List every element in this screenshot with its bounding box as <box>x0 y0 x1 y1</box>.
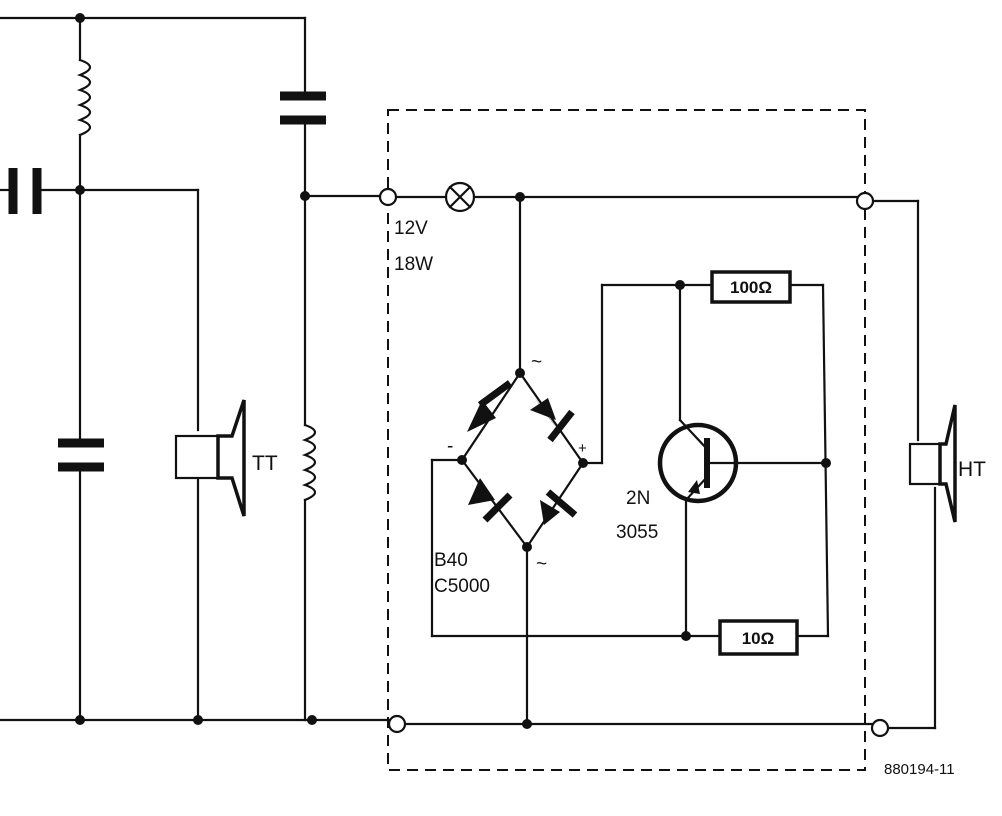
speaker-icon-left <box>174 399 246 517</box>
tweeter-label-left: TT <box>252 452 278 475</box>
bridge-ac-label-top: ~ <box>531 352 542 373</box>
crossover-network <box>0 16 400 722</box>
transistor-icon <box>657 418 739 504</box>
bridge-type-label-2: C5000 <box>434 576 490 597</box>
capacitor-top <box>280 91 326 125</box>
bridge-plus-label: + <box>578 440 587 457</box>
transistor-label-2: 3055 <box>616 522 658 543</box>
bridge-type-label-1: B40 <box>434 550 468 571</box>
capacitor-left-edge <box>8 168 42 214</box>
junction-dots <box>75 13 831 729</box>
lamp-power-label: 18W <box>394 254 433 275</box>
resistor-100-ohm: 100Ω <box>710 270 792 304</box>
protection-module-outline <box>387 109 866 771</box>
capacitor-left-bottom <box>58 438 104 472</box>
inductor-left <box>76 58 92 137</box>
inductor-right <box>301 423 317 502</box>
lamp-icon <box>444 181 476 213</box>
figure-number: 880194-11 <box>884 761 955 778</box>
bridge-minus-label: - <box>447 436 453 457</box>
resistor-100-label: 100Ω <box>730 278 772 297</box>
bridge-rectifier <box>460 371 585 549</box>
terminals <box>378 187 890 738</box>
tweeter-label-right: HT <box>958 458 986 481</box>
lamp-voltage-label: 12V <box>394 218 428 239</box>
resistor-10-ohm: 10Ω <box>718 619 799 656</box>
speaker-icon-right <box>908 404 957 523</box>
transistor-label-1: 2N <box>626 488 650 509</box>
resistor-10-label: 10Ω <box>742 629 775 648</box>
bridge-ac-label-bottom: ~ <box>536 554 547 575</box>
